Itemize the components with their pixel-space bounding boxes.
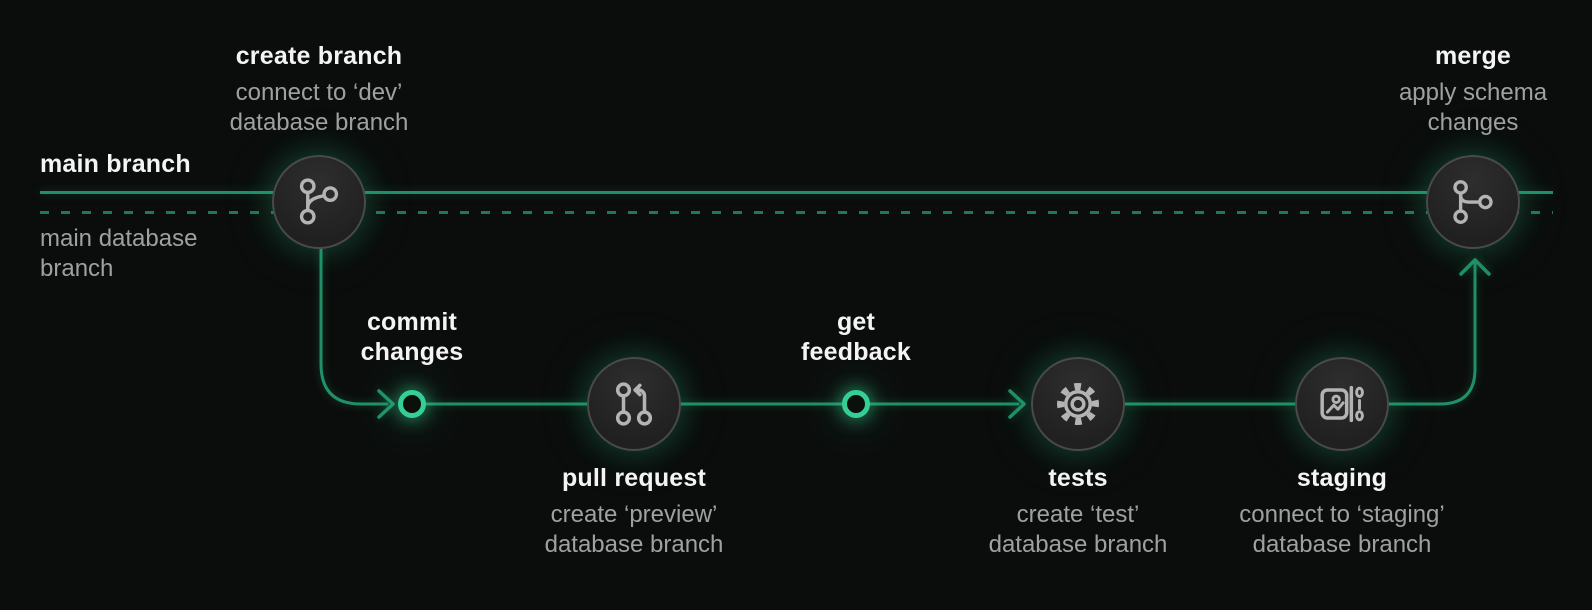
merge-subtitle-line2: changes <box>1427 109 1519 136</box>
arrowhead-into-tests <box>1008 389 1026 419</box>
git-branch-icon <box>299 178 339 225</box>
tests-node <box>1031 357 1125 451</box>
commit-milestone-ring <box>398 390 426 418</box>
merge-label: merge apply schema changes <box>1399 41 1547 138</box>
pull-request-subtitle-line2: database branch <box>544 531 724 558</box>
create-branch-subtitle-line1: connect to ‘dev’ <box>235 79 403 106</box>
arrowhead-into-merge <box>1459 258 1491 276</box>
pull-request-subtitle-line1: create ‘preview’ <box>550 501 718 528</box>
commit-changes-title-line1: commit <box>366 308 458 336</box>
create-branch-title: create branch <box>235 42 403 70</box>
main-database-branch-line <box>40 211 1553 214</box>
staging-title: staging <box>1296 464 1388 492</box>
main-database-branch-label: main database branch <box>40 224 197 284</box>
main-branch-line <box>40 191 1553 194</box>
arrowhead-into-commit <box>377 389 395 419</box>
pull-request-label: pull request create ‘preview’ database b… <box>545 463 724 560</box>
merge-title: merge <box>1434 42 1512 70</box>
git-pull-request-icon <box>615 382 653 426</box>
segment-staging-to-merge <box>1383 262 1477 406</box>
main-database-branch-label-line1: main database <box>40 225 198 252</box>
get-feedback-label: get feedback <box>801 307 911 367</box>
feedback-milestone-ring <box>842 390 870 418</box>
commit-changes-label: commit changes <box>361 307 464 367</box>
merge-node <box>1426 155 1520 249</box>
tests-subtitle-line1: create ‘test’ <box>1016 501 1140 528</box>
tests-label: tests create ‘test’ database branch <box>989 463 1168 560</box>
tests-title: tests <box>1048 464 1108 492</box>
staging-node <box>1295 357 1389 451</box>
create-branch-label: create branch connect to ‘dev’ database … <box>230 41 409 138</box>
main-branch-label: main branch <box>40 150 191 178</box>
pull-request-title: pull request <box>561 464 707 492</box>
pull-request-node <box>587 357 681 451</box>
create-branch-node <box>272 155 366 249</box>
tests-subtitle-line2: database branch <box>988 531 1168 558</box>
merge-subtitle-line1: apply schema <box>1398 79 1548 106</box>
staging-subtitle-line2: database branch <box>1252 531 1432 558</box>
image-to-binary-icon <box>1320 385 1364 423</box>
staging-label: staging connect to ‘staging’ database br… <box>1239 463 1444 560</box>
gear-icon <box>1057 383 1099 425</box>
get-feedback-title-line2: feedback <box>801 338 911 366</box>
main-database-branch-label-line2: branch <box>40 255 114 282</box>
get-feedback-title-line1: get <box>836 308 876 336</box>
commit-changes-title-line2: changes <box>360 338 464 366</box>
git-merge-icon <box>1453 180 1493 224</box>
staging-subtitle-line1: connect to ‘staging’ <box>1239 501 1445 528</box>
create-branch-subtitle-line2: database branch <box>229 109 409 136</box>
